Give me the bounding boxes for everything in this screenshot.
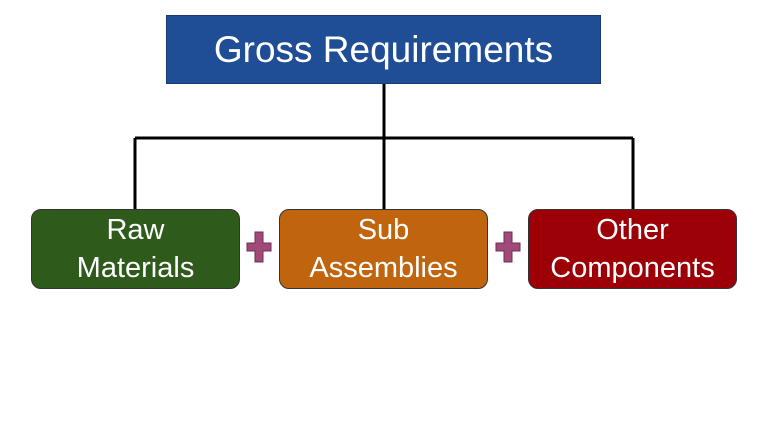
gross-requirements-box: Gross Requirements: [166, 15, 601, 84]
sub-assemblies-label-line1: Sub: [357, 214, 410, 246]
other-components-label-line2: Components: [550, 252, 715, 284]
raw-materials-label-line1: Raw: [106, 214, 165, 246]
gross-requirements-label: Gross Requirements: [213, 28, 554, 70]
sub-assemblies-label-line2: Assemblies: [309, 252, 458, 284]
sub-assemblies-box: Sub Assemblies: [279, 209, 488, 289]
other-components-box: Other Components: [528, 209, 737, 289]
other-components-label-line1: Other: [596, 214, 669, 246]
raw-materials-box: Raw Materials: [31, 209, 240, 289]
raw-materials-label-line2: Materials: [76, 252, 195, 284]
plus-icon: [495, 231, 521, 263]
plus-icon: [246, 231, 272, 263]
